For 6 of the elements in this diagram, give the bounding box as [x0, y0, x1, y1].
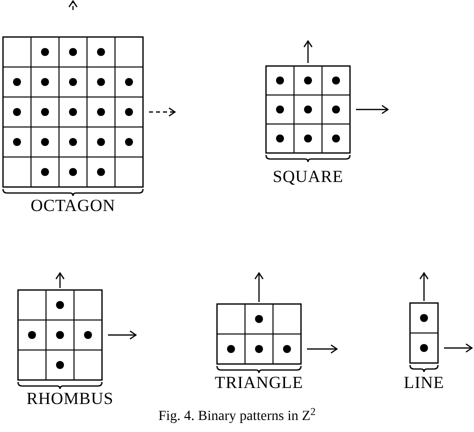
pattern-name: SQUARE: [272, 167, 344, 186]
pattern-name: OCTAGON: [30, 196, 116, 215]
pattern-name: LINE: [404, 373, 444, 392]
figure-caption: Fig. 4. Binary patterns in Z$^{2}$: [158, 410, 316, 424]
pattern-name: RHOMBUS: [26, 389, 114, 408]
pattern-name: TRIANGLE: [214, 373, 304, 392]
